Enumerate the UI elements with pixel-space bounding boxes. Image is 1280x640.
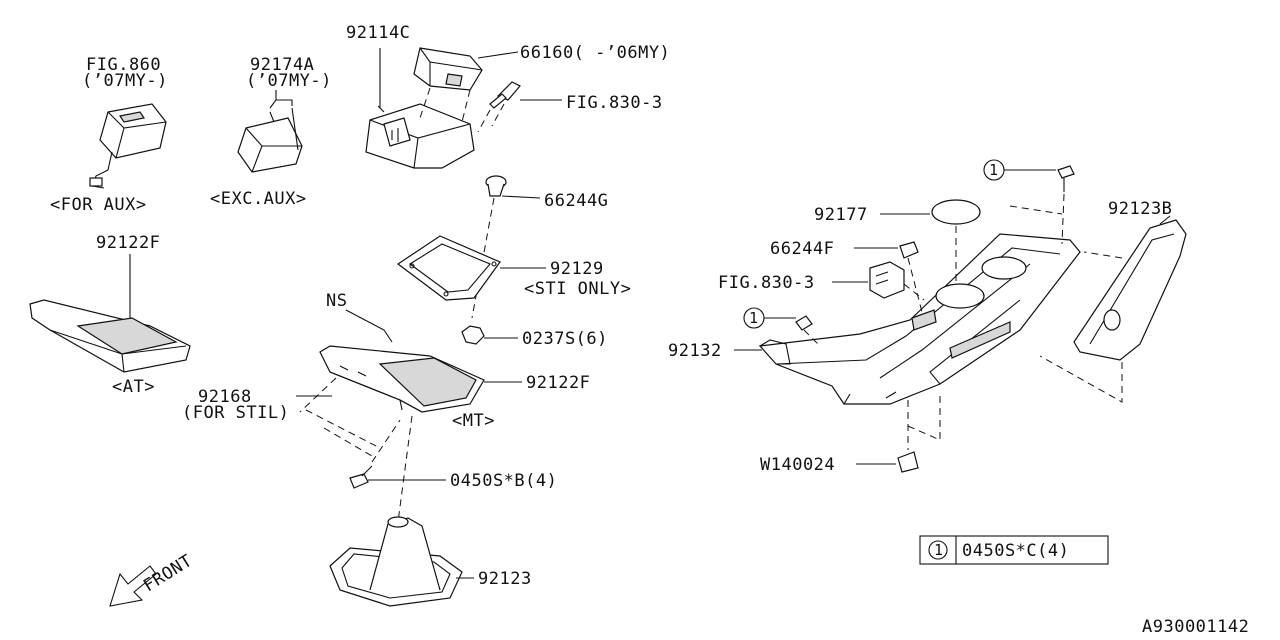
aux-unit-part	[89, 103, 167, 189]
p0237s-label: 0237S(6)	[522, 329, 608, 349]
ns-label: NS	[326, 291, 347, 311]
legend-num-label: 1	[934, 541, 943, 559]
console-92132-part	[758, 233, 1081, 405]
screw-0450sb-part	[349, 465, 373, 489]
clip-w140024-part	[897, 451, 919, 473]
diagram-code: A930001142	[1142, 617, 1249, 637]
w140024-label: W140024	[760, 455, 835, 475]
p92132-label: 92132	[668, 341, 722, 361]
p66244f-label: 66244F	[770, 239, 834, 259]
cap-92177-part	[931, 199, 981, 225]
callout-b-label: 1	[989, 161, 998, 179]
panel-92122f-mt-part	[319, 345, 485, 413]
exc-aux-label: <EXC.AUX>	[210, 189, 307, 209]
fig830-right-label: FIG.830-3	[718, 273, 815, 293]
nut-0237s-part	[461, 325, 485, 345]
p66244g-label: 66244G	[544, 191, 608, 211]
plate-92129-part	[396, 235, 501, 301]
mt-label: <MT>	[452, 411, 495, 431]
front-label: FRONT	[140, 551, 196, 596]
p92129-label: 92129	[550, 259, 604, 279]
screw-top-right-part	[1057, 165, 1075, 192]
fig860-label: FIG.860	[86, 55, 161, 75]
my07-label-a: (’07MY-)	[82, 71, 168, 91]
p92123-label: 92123	[478, 569, 532, 589]
sti-only-label: <STI ONLY>	[524, 279, 631, 299]
for-aux-label: <FOR AUX>	[50, 195, 147, 215]
bracket-92174a-part	[237, 107, 303, 173]
console-front-92114c-part	[365, 47, 483, 169]
p92177-label: 92177	[814, 205, 868, 225]
p92168-label: 92168	[198, 387, 252, 407]
p92122f-mid-label: 92122F	[526, 373, 590, 393]
front-arrow-icon	[109, 565, 157, 607]
fig830-top-label: FIG.830-3	[566, 93, 663, 113]
trim-92123b-part	[1073, 219, 1187, 361]
connector-top-part	[489, 81, 521, 109]
connector-right-part	[869, 261, 905, 299]
p92174a-label: 92174A	[250, 55, 314, 75]
p66160-label: 66160( -’06MY)	[520, 43, 670, 63]
legend-part-label: 0450S*C(4)	[962, 541, 1069, 561]
clip-66244g-part	[485, 175, 507, 197]
p92123b-label: 92123B	[1108, 199, 1172, 219]
for-stil-label: (FOR STIL)	[182, 403, 289, 423]
my07-label-b: (’07MY-)	[246, 71, 332, 91]
p92122f-left-label: 92122F	[96, 233, 160, 253]
p0450sb-label: 0450S*B(4)	[450, 471, 557, 491]
at-label: <AT>	[112, 377, 155, 397]
p92114c-label: 92114C	[346, 23, 410, 43]
panel-92122f-at-part	[29, 299, 191, 373]
shift-boot-92123-part	[329, 516, 463, 607]
legend-box	[919, 535, 1109, 565]
clip-66244f-part	[899, 241, 919, 259]
callout-a-label: 1	[749, 309, 758, 327]
screw-right-part	[795, 315, 813, 331]
